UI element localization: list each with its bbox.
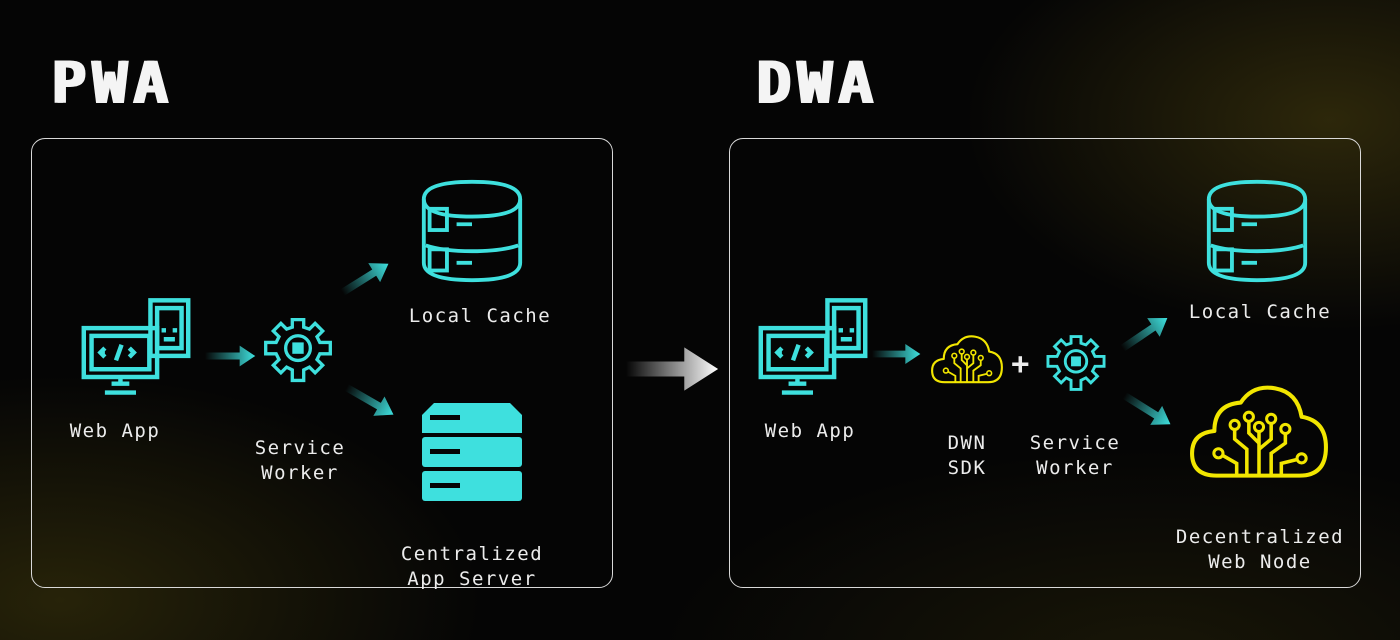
pwa-local-cache-label: Local Cache: [408, 305, 552, 327]
dwa-web-app-label: Web App: [764, 420, 856, 442]
plus-sign: +: [1011, 347, 1031, 382]
pwa-web-app-label: Web App: [69, 420, 161, 442]
web-app-icon: [757, 297, 869, 397]
gear-icon: [260, 312, 336, 388]
pwa-panel: [31, 138, 613, 588]
dwa-local-cache-label: Local Cache: [1188, 301, 1332, 323]
arrow-icon: [205, 343, 257, 369]
arrow-icon: [872, 341, 922, 367]
pwa-title: PWA: [50, 49, 173, 117]
server-stack-icon: [422, 403, 522, 503]
cloud-circuit-icon: [1188, 382, 1330, 484]
web-app-icon: [80, 297, 192, 397]
cloud-circuit-icon: [930, 332, 1004, 388]
arrow-icon: [626, 345, 720, 393]
database-icon: [1198, 178, 1316, 284]
gear-icon: [1043, 330, 1109, 396]
dwa-title: DWA: [755, 49, 878, 117]
dwa-panel: [729, 138, 1361, 588]
database-icon: [413, 178, 531, 284]
